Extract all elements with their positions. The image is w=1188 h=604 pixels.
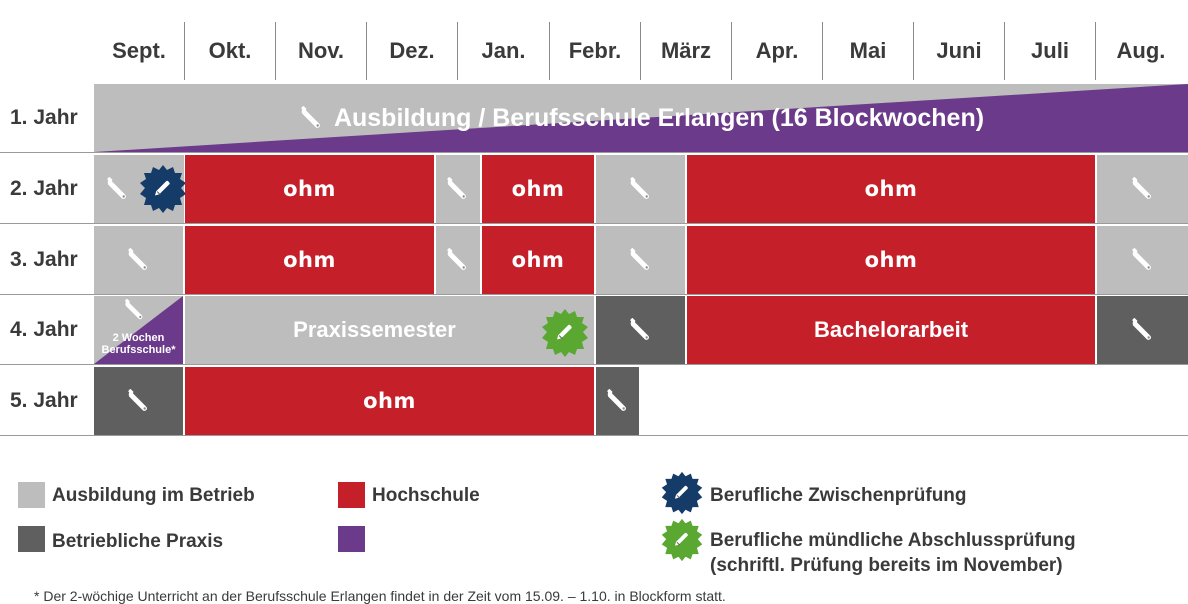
bachelor-thesis-cell: Bachelorarbeit: [687, 296, 1095, 364]
training-cell: [1097, 155, 1188, 223]
month-label: Jan.: [481, 38, 526, 63]
university-cell: ohm: [185, 367, 594, 435]
legend-swatch-training: [18, 482, 45, 508]
ohm-logo: ohm: [864, 177, 918, 201]
company-practice-cell: [596, 367, 639, 435]
training-cell: [596, 155, 685, 223]
company-practice-cell: [596, 296, 685, 364]
legend-swatch-university: [338, 482, 365, 508]
training-cell: [94, 226, 183, 294]
two-weeks-school-cell: 2 Wochen Berufsschule*: [94, 296, 183, 364]
university-cell: ohm: [482, 226, 594, 294]
interim-exam-badge-icon: [138, 164, 188, 214]
legend-label-interim-exam: Berufliche Zwischenprüfung: [710, 485, 967, 506]
month-label: Juli: [1031, 38, 1069, 63]
row-divider: [0, 223, 1188, 224]
row-divider: [0, 364, 1188, 365]
legend-swatch-vocational-school: [338, 526, 365, 552]
row1-training-bar: Ausbildung / Berufsschule Erlangen (16 B…: [94, 84, 1188, 152]
training-cell: [436, 155, 480, 223]
wrench-icon: [627, 175, 655, 203]
wrench-icon: [104, 175, 132, 203]
month-label: März: [660, 38, 712, 63]
training-cell: [436, 226, 480, 294]
wrench-icon: [444, 175, 472, 203]
year-label: 3. Jahr: [10, 248, 78, 271]
ohm-logo: ohm: [511, 248, 565, 272]
wrench-icon: [627, 246, 655, 274]
row-divider: [0, 294, 1188, 295]
wrench-icon: [122, 297, 148, 323]
two-weeks-label: 2 Wochen: [112, 332, 165, 344]
year-label: 5. Jahr: [10, 389, 78, 412]
company-practice-cell: [1097, 296, 1188, 364]
legend-label-final-exam: Berufliche mündliche Abschlussprüfung: [710, 530, 1076, 551]
legend-label-practice: Betriebliche Praxis: [52, 531, 224, 552]
legend-swatch-practice: [18, 526, 45, 552]
final-exam-badge-icon: [540, 308, 590, 358]
ohm-logo: ohm: [363, 389, 416, 413]
ohm-logo: ohm: [511, 177, 565, 201]
month-label: Mai: [849, 38, 887, 63]
legend-label-university: Hochschule: [372, 485, 480, 506]
month-label: Nov.: [297, 38, 345, 63]
month-label: Sept.: [112, 38, 166, 63]
month-label: Apr.: [755, 38, 799, 63]
row-divider: [0, 435, 1188, 436]
wrench-icon: [1129, 175, 1157, 203]
wrench-icon: [125, 387, 153, 415]
practical-semester-cell: Praxissemester: [185, 296, 594, 364]
ohm-logo: ohm: [864, 248, 918, 272]
university-cell: ohm: [482, 155, 594, 223]
company-practice-cell: [94, 367, 183, 435]
year-label: 2. Jahr: [10, 177, 78, 200]
year-label: 1. Jahr: [10, 106, 78, 129]
row1-label: Ausbildung / Berufsschule Erlangen (16 B…: [333, 103, 985, 132]
ohm-logo: ohm: [283, 177, 336, 201]
university-cell: ohm: [185, 155, 434, 223]
year-label: 4. Jahr: [10, 318, 78, 341]
wrench-icon: [298, 104, 326, 132]
interim-exam-badge-icon: [660, 471, 704, 515]
wrench-icon: [627, 316, 655, 344]
university-cell: ohm: [687, 155, 1095, 223]
wrench-icon: [125, 246, 153, 274]
month-label: Okt.: [208, 38, 252, 63]
legend-label-training: Ausbildung im Betrieb: [52, 485, 255, 506]
wrench-icon: [444, 246, 472, 274]
university-cell: ohm: [687, 226, 1095, 294]
wrench-icon: [604, 387, 632, 415]
month-label: Juni: [936, 38, 982, 63]
month-label: Dez.: [389, 38, 435, 63]
footnote: * Der 2-wöchige Unterricht an der Berufs…: [34, 588, 726, 604]
wrench-icon: [1129, 246, 1157, 274]
university-cell: ohm: [185, 226, 434, 294]
month-label: Febr.: [568, 38, 622, 63]
final-exam-badge-icon: [660, 518, 704, 562]
legend-label-final-exam-note: (schriftl. Prüfung bereits im November): [710, 555, 1063, 576]
bachelor-thesis-label: Bachelorarbeit: [813, 317, 969, 342]
training-cell: [1097, 226, 1188, 294]
month-label: Aug.: [1116, 38, 1166, 63]
school-footnote-label: Berufsschule*: [101, 344, 176, 356]
training-cell: [596, 226, 685, 294]
wrench-icon: [1129, 316, 1157, 344]
row-divider: [0, 152, 1188, 153]
practical-semester-label: Praxissemester: [293, 317, 456, 342]
ohm-logo: ohm: [283, 248, 336, 272]
